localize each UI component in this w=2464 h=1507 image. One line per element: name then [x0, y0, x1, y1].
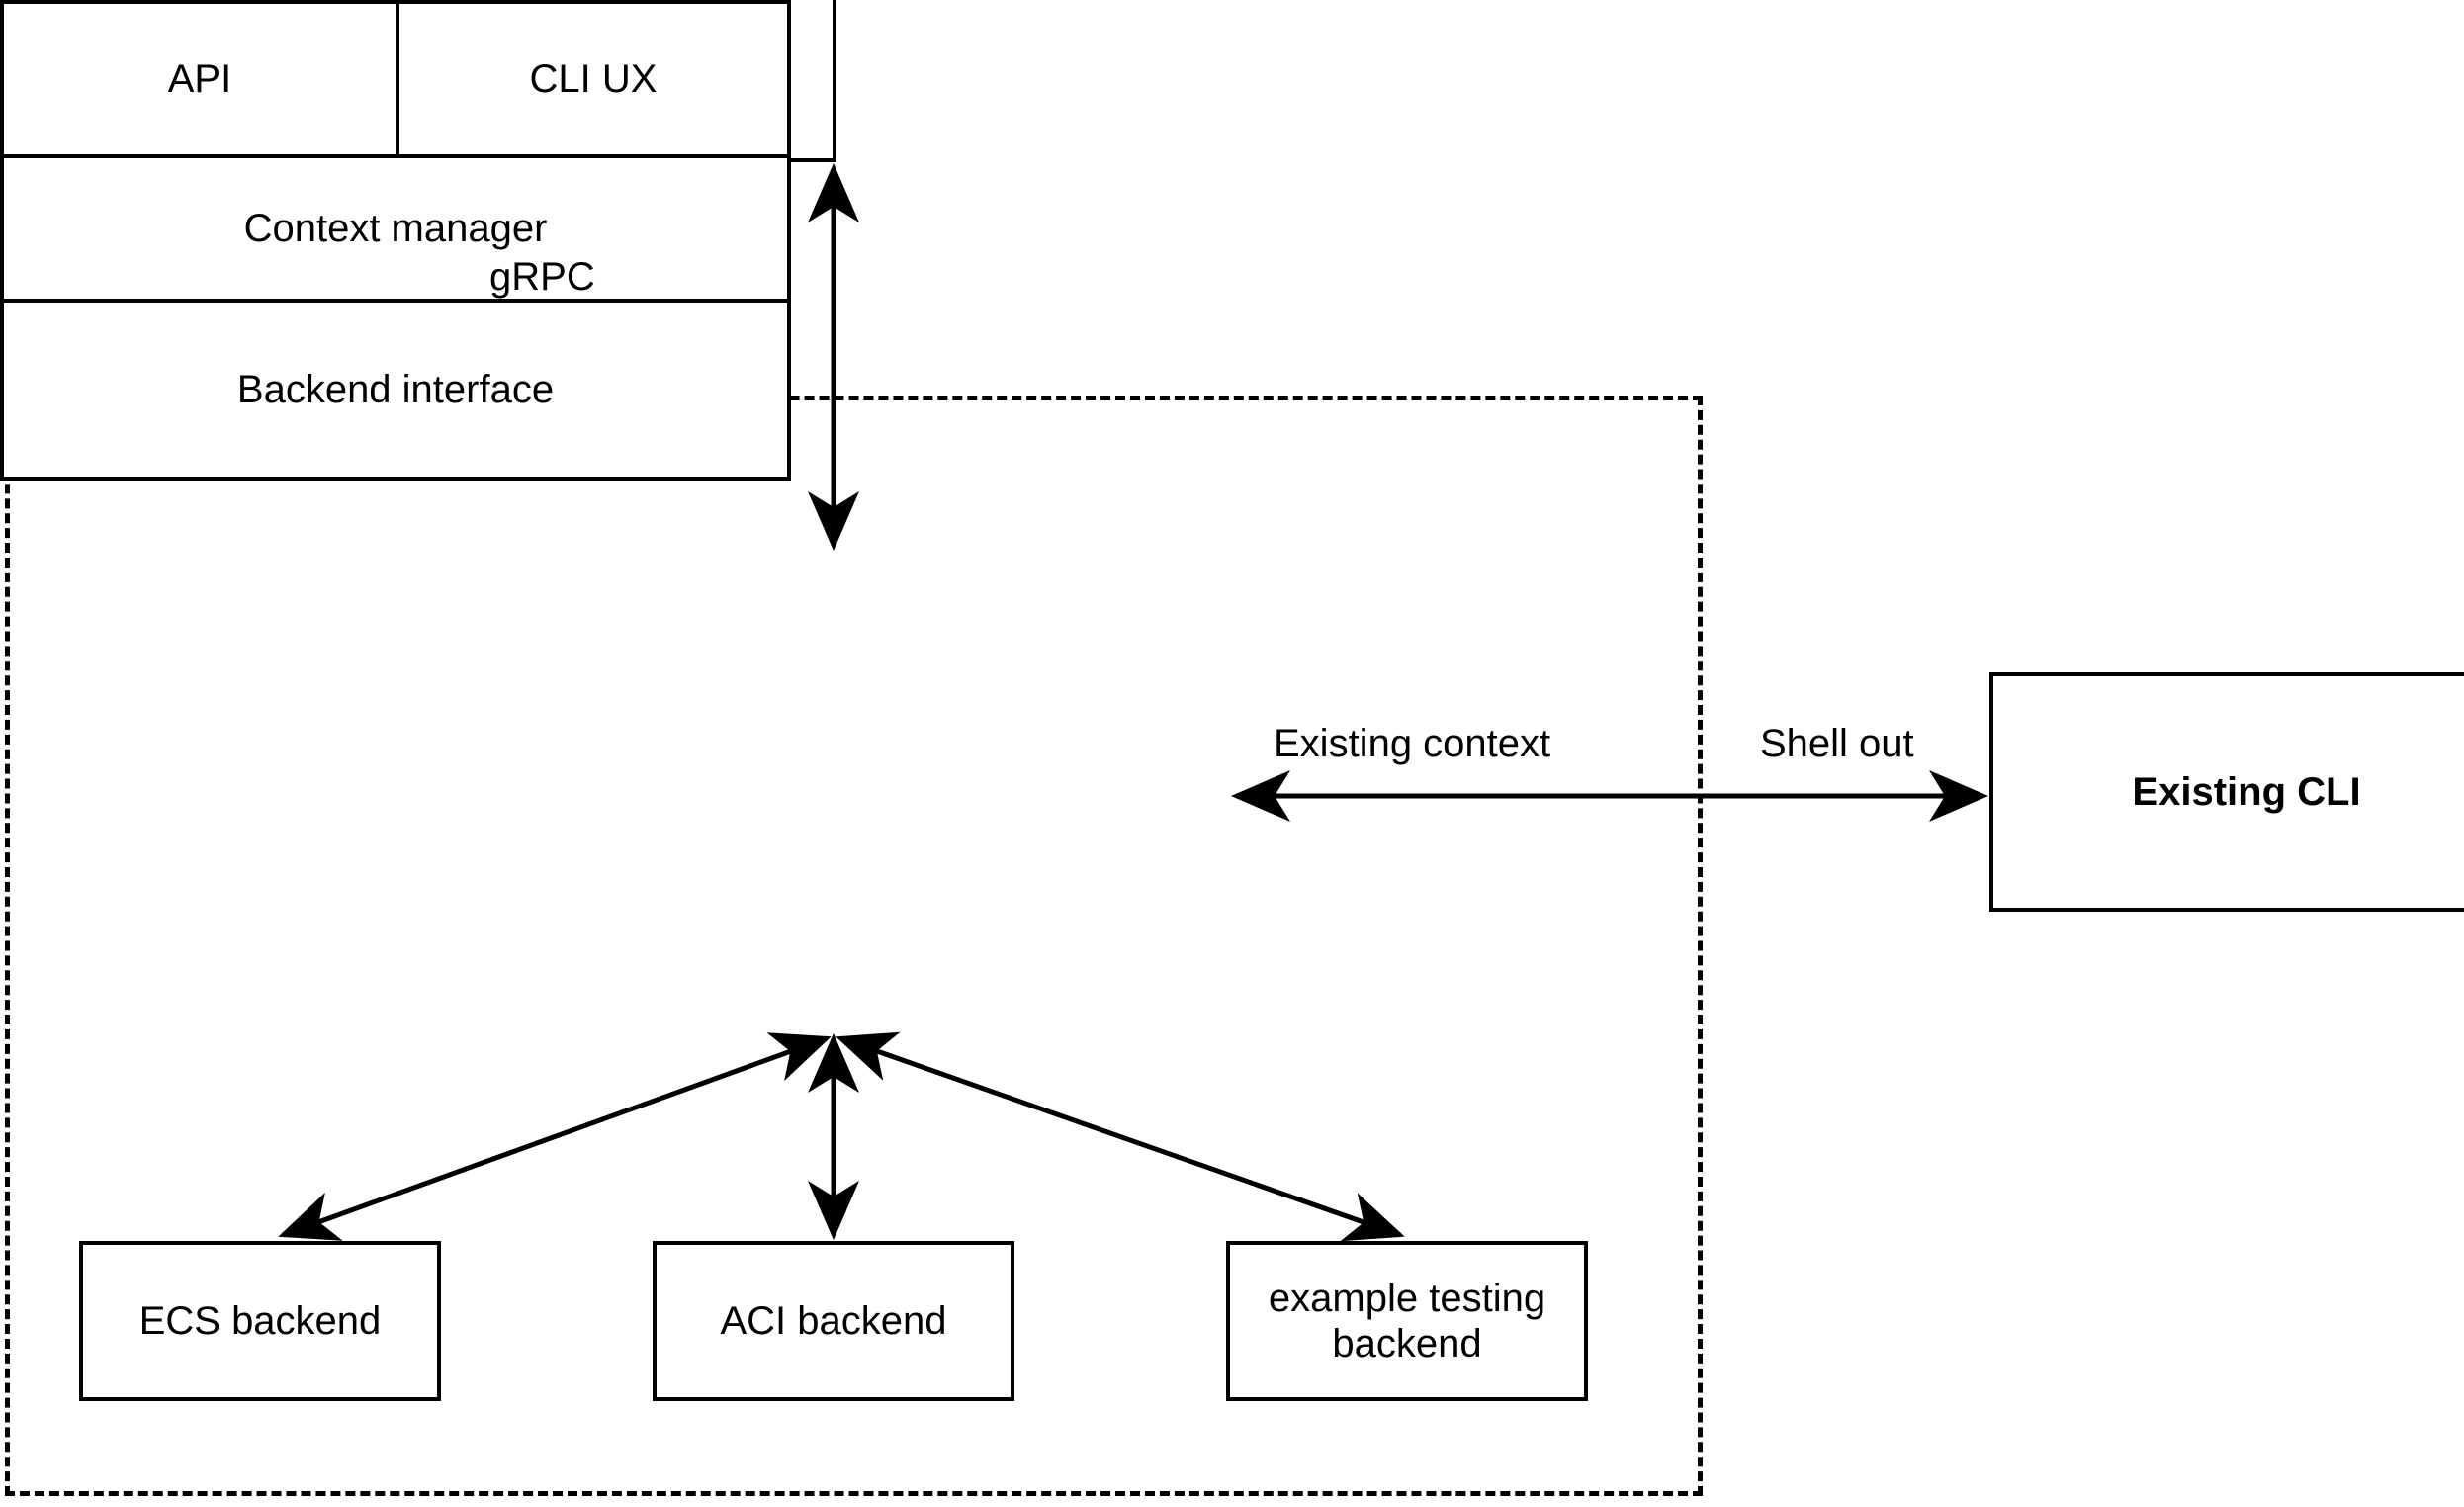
grpc-edge-label: gRPC — [489, 255, 595, 299]
existing-context-edge-label: Existing context — [1274, 722, 1551, 765]
context-manager-cell[interactable]: Context manager — [0, 154, 791, 303]
api-cell[interactable]: API — [0, 0, 399, 158]
cli-ux-label: CLI UX — [529, 56, 658, 101]
context-manager-label: Context manager — [243, 206, 548, 250]
backend-interface-label: Backend interface — [236, 367, 555, 411]
ecs-backend-label: ECS backend — [138, 1299, 382, 1343]
example-testing-backend-label: example testing backend — [1268, 1277, 1546, 1366]
aci-backend-label: ACI backend — [720, 1299, 947, 1343]
shell-out-edge-label: Shell out — [1760, 722, 1914, 765]
existing-cli-box[interactable]: Existing CLI — [1989, 672, 2464, 912]
backend-interface-cell[interactable]: Backend interface — [0, 299, 791, 481]
compose-cli-stack: API CLI UX Context manager Backend inter… — [0, 0, 791, 481]
example-testing-backend-box[interactable]: example testing backend — [1226, 1241, 1588, 1401]
cli-ux-cell[interactable]: CLI UX — [396, 0, 791, 158]
aci-backend-box[interactable]: ACI backend — [653, 1241, 1014, 1401]
existing-cli-label: Existing CLI — [2132, 770, 2361, 814]
ecs-backend-box[interactable]: ECS backend — [79, 1241, 441, 1401]
api-label: API — [167, 56, 232, 101]
